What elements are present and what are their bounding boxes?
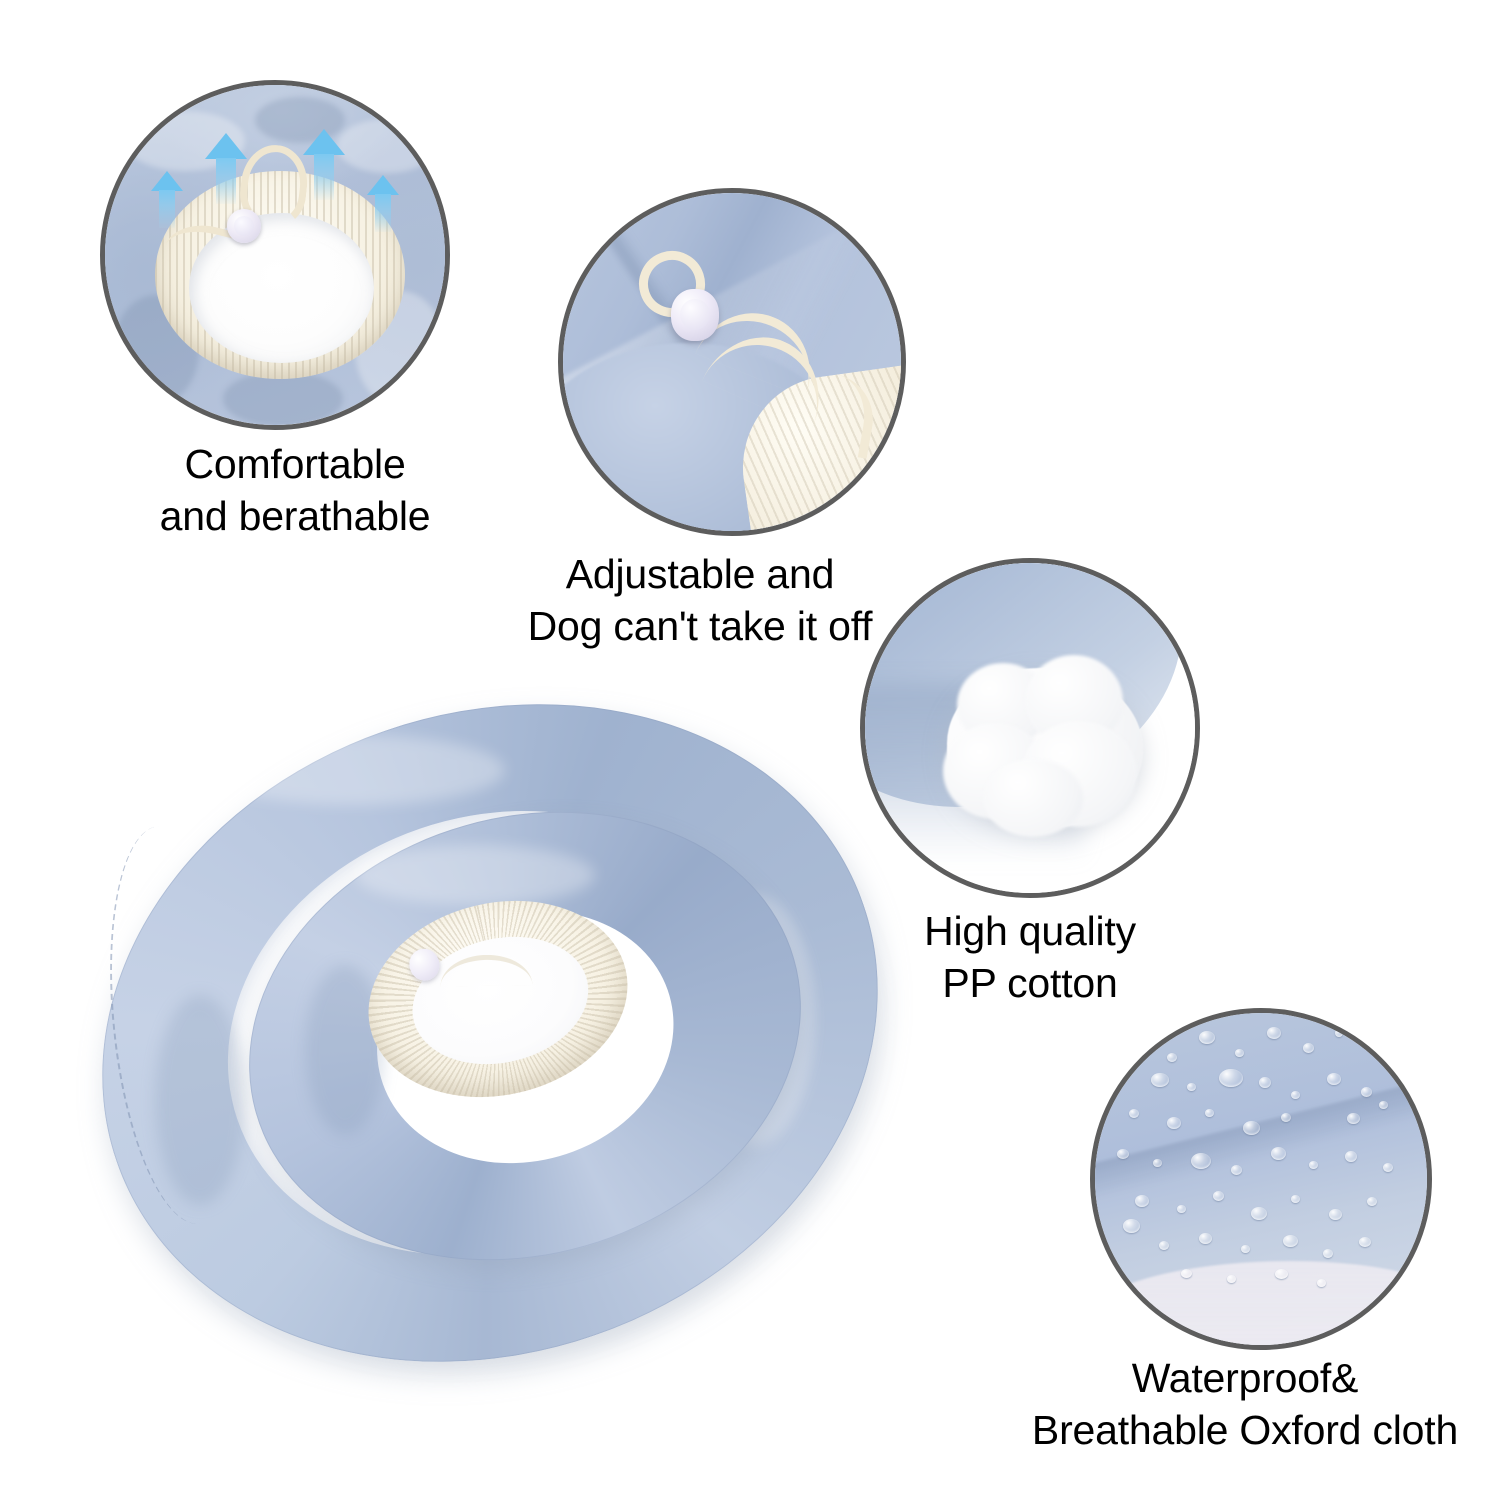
cotton-puff — [983, 759, 1083, 837]
water-droplet — [1383, 1163, 1393, 1172]
feature-image-breathable — [100, 80, 450, 430]
water-droplet — [1167, 1117, 1181, 1129]
feature-caption-adjustable: Adjustable and Dog can't take it off — [527, 551, 873, 650]
neck-opening — [399, 920, 602, 1081]
feature-caption-waterproof: Waterproof& Breathable Oxford cloth — [1031, 1355, 1459, 1454]
water-droplet — [1327, 1073, 1341, 1085]
water-droplet — [1267, 1027, 1281, 1039]
water-droplet — [1335, 1029, 1343, 1037]
water-droplet — [1123, 1219, 1140, 1233]
feature-image-waterproof — [1090, 1008, 1432, 1350]
water-droplet — [1151, 1073, 1169, 1087]
fabric-highlight — [205, 735, 505, 805]
water-droplet — [1243, 1121, 1260, 1135]
cord-lock-toggle — [227, 209, 261, 243]
water-droplet — [1359, 1237, 1371, 1247]
water-droplet — [1191, 1153, 1211, 1169]
water-droplet — [1129, 1109, 1139, 1118]
water-droplet — [1281, 1113, 1291, 1122]
water-droplet — [1117, 1149, 1129, 1159]
water-droplet — [1231, 1165, 1242, 1175]
water-droplet — [1283, 1235, 1298, 1247]
water-droplet — [1177, 1205, 1186, 1213]
water-droplet — [1291, 1091, 1300, 1099]
water-droplet — [1317, 1279, 1326, 1287]
water-droplet — [1291, 1195, 1300, 1203]
water-droplet — [1199, 1031, 1215, 1044]
collar-opening — [189, 213, 374, 363]
water-droplet — [1187, 1083, 1196, 1091]
fabric-wrinkle — [337, 119, 437, 173]
water-droplet — [1213, 1191, 1224, 1201]
water-droplet — [1135, 1195, 1149, 1207]
hero-product-image — [12, 601, 968, 1465]
water-droplet — [1167, 1053, 1177, 1062]
water-droplet — [1241, 1245, 1250, 1253]
water-droplet — [1235, 1049, 1244, 1057]
water-droplet — [1159, 1241, 1169, 1250]
water-droplet — [1345, 1151, 1357, 1162]
water-droplet — [1309, 1161, 1318, 1169]
water-droplet — [1347, 1113, 1360, 1124]
water-droplet — [1259, 1077, 1271, 1088]
water-droplet — [1275, 1269, 1288, 1279]
feature-image-adjustable — [558, 188, 906, 536]
water-droplet — [1329, 1209, 1342, 1220]
water-droplet — [1323, 1249, 1333, 1258]
feature-image-cotton — [860, 558, 1200, 898]
water-droplet — [1181, 1269, 1192, 1278]
water-droplet — [1379, 1101, 1388, 1109]
fabric-wrinkle — [223, 371, 343, 425]
water-droplet — [1205, 1109, 1214, 1117]
water-droplet — [1219, 1069, 1243, 1087]
water-droplet — [1367, 1197, 1377, 1206]
water-droplet — [1199, 1233, 1212, 1244]
feature-caption-breathable: Comfortable and berathable — [159, 441, 431, 540]
water-droplet — [1251, 1207, 1267, 1220]
water-droplet — [1303, 1043, 1314, 1053]
water-droplet — [1361, 1087, 1372, 1097]
fabric-highlight — [355, 845, 595, 905]
fabric-shadow — [155, 995, 245, 1205]
feature-caption-cotton: High quality PP cotton — [924, 908, 1136, 1007]
knitted-inner-collar — [155, 171, 405, 379]
water-droplet — [1271, 1147, 1286, 1160]
cord-lock-toggle — [671, 289, 719, 341]
water-droplet — [1153, 1159, 1162, 1167]
water-droplet — [1227, 1275, 1236, 1283]
water-droplet — [1133, 1035, 1146, 1046]
